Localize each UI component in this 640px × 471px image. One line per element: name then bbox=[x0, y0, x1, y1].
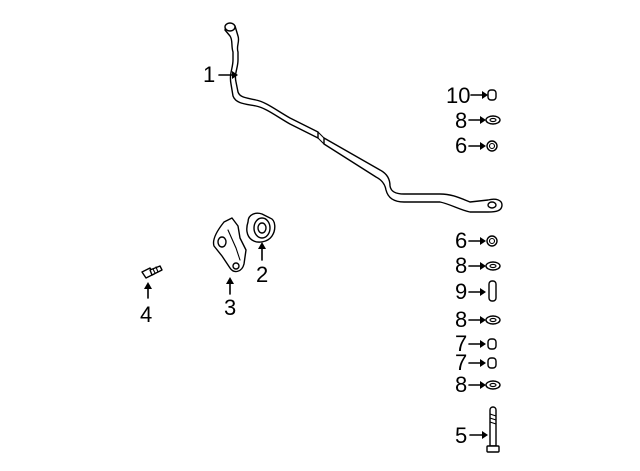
callout-9: 9 bbox=[455, 279, 497, 304]
arrow-head-icon bbox=[480, 116, 486, 124]
grommet-icon bbox=[486, 235, 498, 247]
callout-label: 8 bbox=[455, 372, 467, 397]
callout-5: 5 bbox=[455, 406, 500, 453]
washer-icon bbox=[485, 315, 501, 325]
callout-label: 6 bbox=[455, 228, 467, 253]
callout-label: 7 bbox=[455, 350, 467, 375]
callout-2: 2 bbox=[256, 242, 268, 287]
nut-icon bbox=[487, 357, 497, 369]
nut-icon bbox=[487, 89, 497, 101]
callout-4: 4 bbox=[140, 282, 152, 327]
callout-label: 10 bbox=[446, 83, 470, 108]
arrow-head-icon bbox=[480, 262, 486, 270]
bolt-part bbox=[141, 265, 163, 279]
callout-1: 1 bbox=[203, 62, 238, 87]
nut-icon bbox=[487, 338, 497, 350]
callout-label: 2 bbox=[256, 262, 268, 287]
callout-8-d: 8 bbox=[455, 372, 501, 397]
callout-label: 8 bbox=[455, 253, 467, 278]
callout-label: 6 bbox=[455, 133, 467, 158]
arrow-head-icon bbox=[144, 282, 152, 289]
arrow-head-icon bbox=[482, 91, 488, 99]
washer-icon bbox=[485, 115, 501, 125]
callout-label: 7 bbox=[455, 331, 467, 356]
callout-3: 3 bbox=[224, 277, 236, 320]
washer-icon bbox=[485, 380, 501, 390]
grommet-icon bbox=[486, 140, 498, 152]
callout-7-a: 7 bbox=[455, 331, 497, 356]
callout-10: 10 bbox=[446, 83, 497, 108]
arrow-head-icon bbox=[480, 142, 486, 150]
bracket-part bbox=[212, 217, 247, 273]
callout-6-a: 6 bbox=[455, 133, 498, 158]
arrow-head-icon bbox=[232, 71, 238, 79]
arrow-head-icon bbox=[482, 431, 488, 439]
stabilizer-bar bbox=[224, 22, 503, 213]
arrow-head-icon bbox=[226, 277, 234, 284]
long-bolt-icon bbox=[489, 406, 497, 447]
arrow-head-icon bbox=[480, 237, 486, 245]
arrow-head-icon bbox=[480, 359, 486, 367]
callout-8-a: 8 bbox=[455, 108, 501, 133]
callout-7-b: 7 bbox=[455, 350, 497, 375]
arrow-head-icon bbox=[480, 381, 486, 389]
callout-label: 8 bbox=[455, 307, 467, 332]
spacer-icon bbox=[488, 280, 497, 302]
callout-label: 9 bbox=[455, 279, 467, 304]
arrow-head-icon bbox=[480, 340, 486, 348]
callout-8-b: 8 bbox=[455, 253, 501, 278]
callout-label: 5 bbox=[455, 423, 467, 448]
arrow-head-icon bbox=[480, 288, 486, 296]
callout-label: 3 bbox=[224, 295, 236, 320]
callout-label: 1 bbox=[203, 62, 215, 87]
callout-label: 8 bbox=[455, 108, 467, 133]
washer-icon bbox=[485, 261, 501, 271]
callout-label: 4 bbox=[140, 302, 152, 327]
arrow-head-icon bbox=[258, 242, 266, 249]
bushing-part bbox=[246, 212, 276, 243]
arrow-head-icon bbox=[480, 316, 486, 324]
callout-8-c: 8 bbox=[455, 307, 501, 332]
callout-6-b: 6 bbox=[455, 228, 498, 253]
bolt-head-icon bbox=[486, 445, 500, 453]
